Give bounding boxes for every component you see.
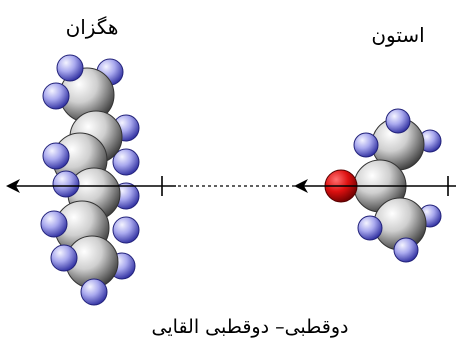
hydrogen-atom bbox=[385, 108, 411, 134]
hydrogen-atom bbox=[80, 278, 108, 306]
dipole-arrow-icon bbox=[294, 176, 456, 196]
hydrogen-atom bbox=[42, 82, 70, 110]
hydrogen-atom bbox=[353, 132, 379, 158]
hydrogen-atom bbox=[357, 215, 383, 241]
hydrogen-atom bbox=[112, 216, 140, 244]
hydrogen-atom bbox=[50, 244, 78, 272]
hexane-label: هگزان bbox=[66, 15, 119, 39]
hydrogen-atom bbox=[56, 54, 84, 82]
hexane-molecule bbox=[40, 54, 140, 306]
induced-dipole-arrow-icon bbox=[6, 176, 176, 196]
hydrogen-atom bbox=[42, 142, 70, 170]
interaction-caption: دوقطبی– دوقطبی القایی bbox=[152, 316, 349, 338]
hydrogen-atom bbox=[393, 237, 419, 263]
hydrogen-atom bbox=[40, 210, 68, 238]
hydrogen-atom bbox=[52, 170, 80, 198]
acetone-label: استون bbox=[371, 23, 424, 47]
hydrogen-atom bbox=[112, 148, 140, 176]
